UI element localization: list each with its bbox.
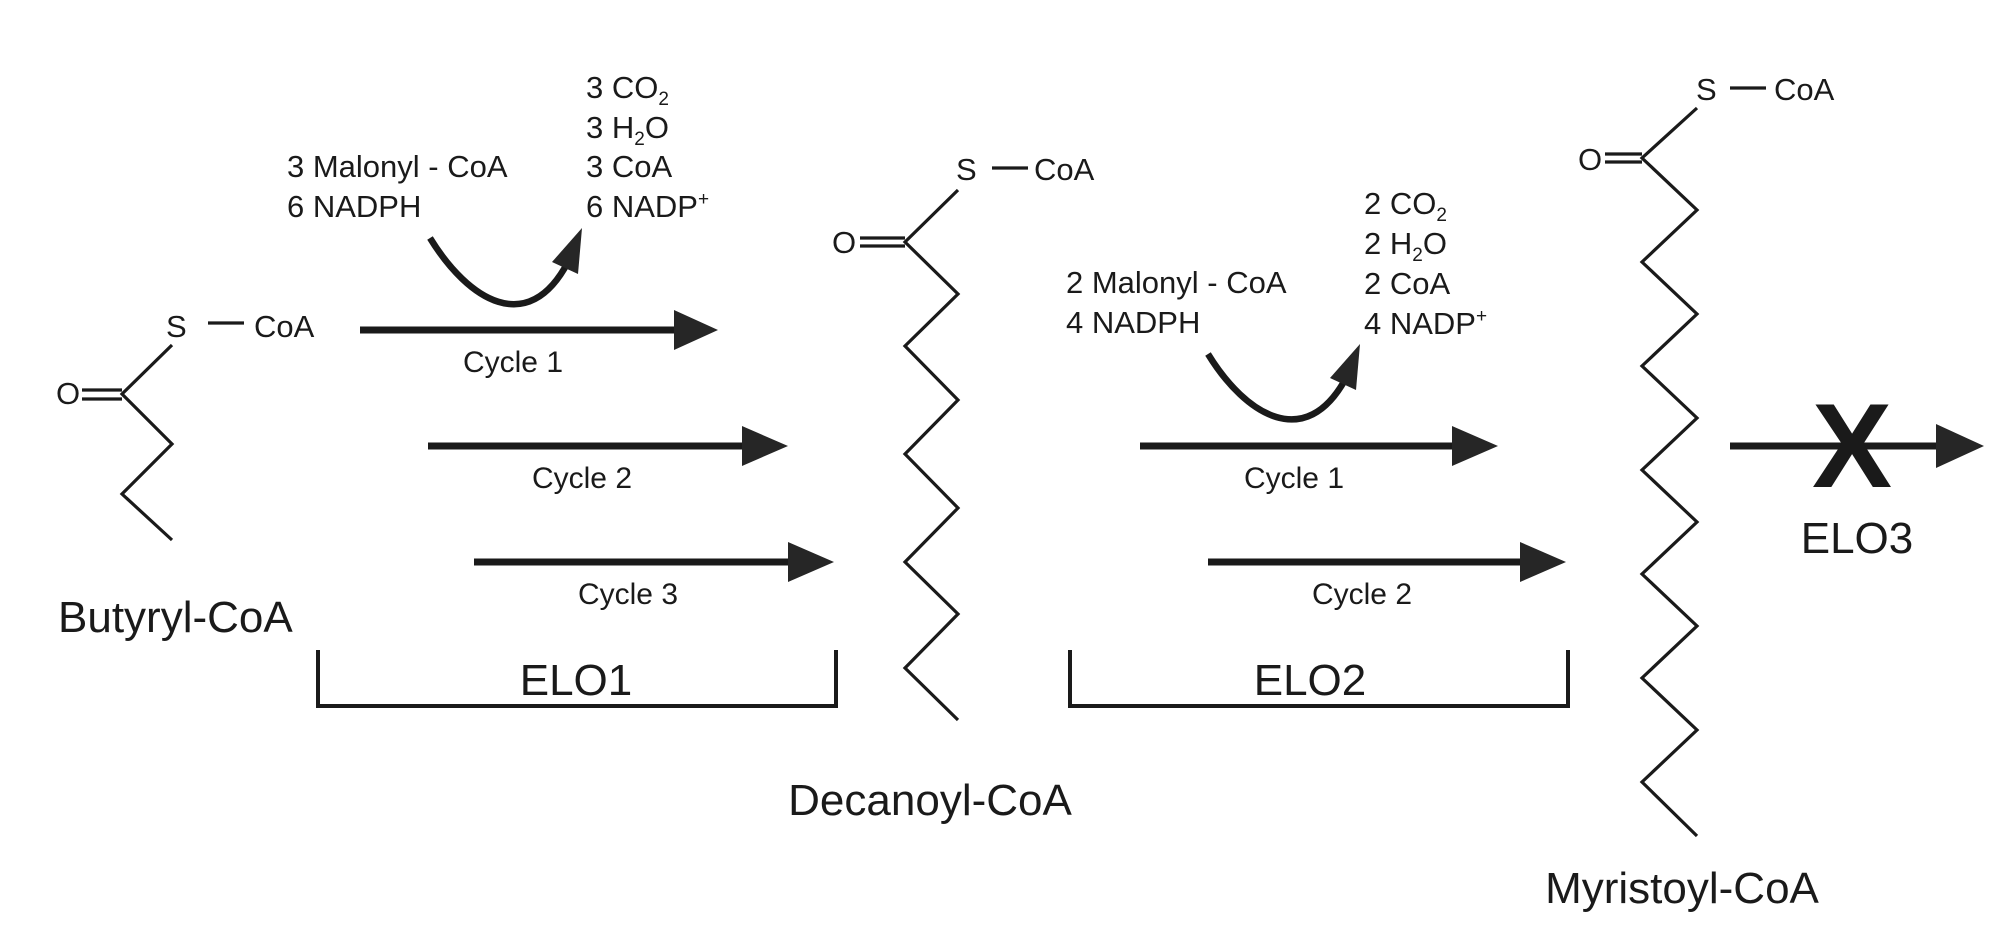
elo1-output-nadp: 6 NADP+ <box>586 189 709 224</box>
elo2-cofactor-arrowhead <box>1330 344 1360 390</box>
decanoyl-s-atom: S <box>956 152 977 187</box>
elo1-cofactor-curve <box>427 236 571 308</box>
butyryl-carbon-chain <box>119 343 175 542</box>
elo2-reagents: 2 Malonyl - CoA 4 NADPH 2 CO2 2 H2O 2 Co… <box>1066 186 1487 423</box>
decanoyl-o-atom: O <box>832 225 856 260</box>
myristoyl-coa-label: Myristoyl-CoA <box>1545 864 1819 913</box>
myristoyl-coa-structure: S CoA O Myristoyl-CoA <box>1545 72 1835 913</box>
elo3-label: ELO3 <box>1801 514 1914 563</box>
elo1-label: ELO1 <box>520 656 633 705</box>
elo2-cycle-2-arrowhead <box>1520 542 1566 582</box>
elo1-input-malonyl: 3 Malonyl - CoA <box>287 149 508 184</box>
elo1-cycle-3-arrowhead <box>788 542 834 582</box>
elo1-output-coa: 3 CoA <box>586 149 672 184</box>
elo3-block-x-icon: X <box>1812 379 1892 513</box>
elo1-cycle-2-arrowhead <box>742 426 788 466</box>
elo1-bracket: ELO1 <box>316 650 838 708</box>
elo1-output-co2: 3 CO2 <box>586 70 669 110</box>
elo2-cofactor-curve <box>1205 352 1349 423</box>
elo1-cycle-1-arrowhead <box>674 310 718 350</box>
myristoyl-carbon-chain <box>1639 106 1700 838</box>
myristoyl-o-atom: O <box>1578 142 1602 177</box>
elo2-cycle-arrows: Cycle 1 Cycle 2 <box>1140 426 1566 611</box>
elo2-cycle-1-arrowhead <box>1452 426 1498 466</box>
elo3-arrowhead <box>1936 424 1984 468</box>
elo2-output-coa: 2 CoA <box>1364 266 1450 301</box>
elo2-label: ELO2 <box>1254 656 1367 705</box>
elo2-cycle-2-label: Cycle 2 <box>1312 578 1412 611</box>
elo2-input-malonyl: 2 Malonyl - CoA <box>1066 265 1287 300</box>
myristoyl-s-atom: S <box>1696 72 1717 107</box>
butyryl-s-atom: S <box>166 309 187 344</box>
butyryl-coa-label: Butyryl-CoA <box>58 593 293 642</box>
myristoyl-coa-group: CoA <box>1774 72 1835 107</box>
decanoyl-coa-structure: S CoA O Decanoyl-CoA <box>788 152 1094 825</box>
elo1-cofactor-arrowhead <box>552 228 582 274</box>
decanoyl-coa-group: CoA <box>1034 152 1095 187</box>
elo1-cycle-2-label: Cycle 2 <box>532 462 632 495</box>
elo1-cycle-arrows: Cycle 1 Cycle 2 Cycle 3 <box>360 310 834 611</box>
elo2-cycle-1-label: Cycle 1 <box>1244 462 1344 495</box>
butyryl-coa-structure: S CoA O Butyryl-CoA <box>56 309 315 642</box>
elo1-reagents: 3 Malonyl - CoA 6 NADPH 3 CO2 3 H2O 3 Co… <box>287 70 709 308</box>
elo1-output-h2o: 3 H2O <box>586 110 669 150</box>
butyryl-o-atom: O <box>56 376 80 411</box>
elo2-output-nadp: 4 NADP+ <box>1364 306 1487 341</box>
elo3-blocked-step: X ELO3 <box>1730 379 1984 563</box>
elo2-input-nadph: 4 NADPH <box>1066 305 1200 340</box>
elo2-output-co2: 2 CO2 <box>1364 186 1447 226</box>
elo1-cycle-1-label: Cycle 1 <box>463 346 563 379</box>
elo1-cycle-3-label: Cycle 3 <box>578 578 678 611</box>
elo2-bracket: ELO2 <box>1068 650 1570 708</box>
elo1-bracket-line <box>316 650 838 708</box>
elo2-bracket-line <box>1068 650 1570 708</box>
decanoyl-coa-label: Decanoyl-CoA <box>788 776 1072 825</box>
elo2-output-h2o: 2 H2O <box>1364 226 1447 266</box>
elo1-input-nadph: 6 NADPH <box>287 189 421 224</box>
butyryl-coa-group: CoA <box>254 309 315 344</box>
decanoyl-carbon-chain <box>902 188 961 722</box>
